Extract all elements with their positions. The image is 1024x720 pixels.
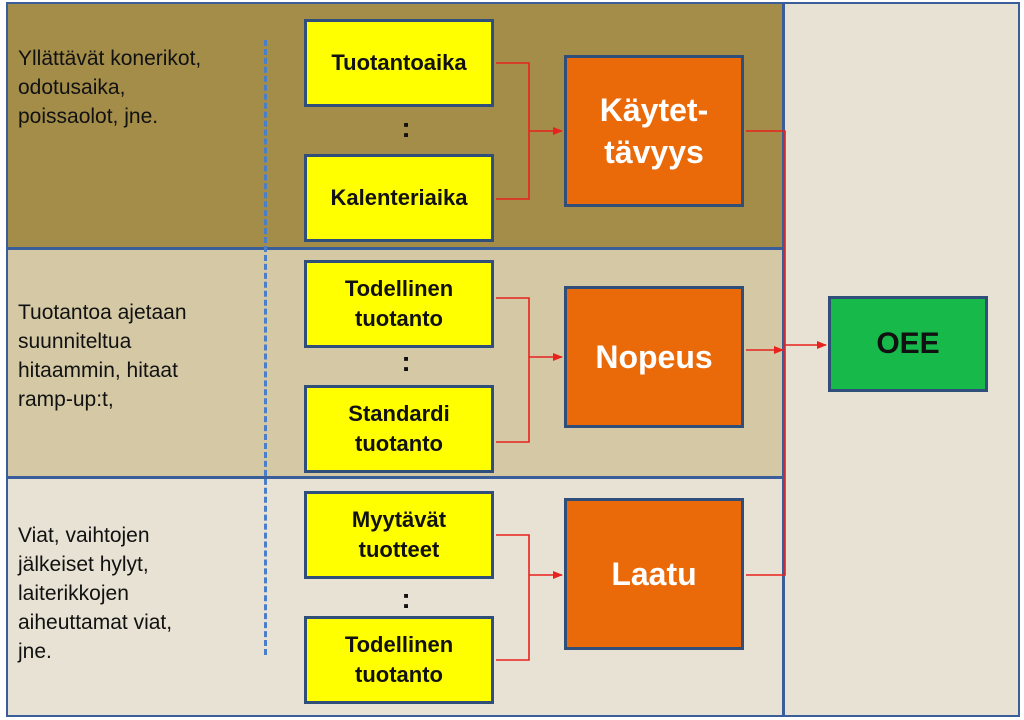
availability-factor-box: Käytet- tävyys [564, 55, 744, 207]
availability-numerator-box: Tuotantoaika [304, 19, 494, 107]
dashed-divider [264, 40, 267, 655]
performance-numerator-box: Todellinen tuotanto [304, 260, 494, 348]
oee-result-box: OEE [828, 296, 988, 392]
quality-denominator-box: Todellinen tuotanto [304, 616, 494, 704]
quality-numerator-box: Myytävät tuotteet [304, 491, 494, 579]
performance-factor-box: Nopeus [564, 286, 744, 428]
quality-loss-description: Viat, vaihtojen jälkeiset hylyt, laiteri… [18, 524, 173, 663]
performance-ratio-separator: : [401, 346, 411, 377]
availability-denominator-box: Kalenteriaika [304, 154, 494, 242]
quality-factor-box: Laatu [564, 498, 744, 650]
availability-loss-description: Yllättävät konerikot, odotusaika, poissa… [18, 47, 202, 128]
performance-denominator-box: Standardi tuotanto [304, 385, 494, 473]
availability-ratio-separator: : [401, 112, 411, 143]
performance-loss-description: Tuotantoa ajetaan suunniteltua hitaammin… [18, 301, 187, 411]
quality-ratio-separator: : [401, 583, 411, 614]
